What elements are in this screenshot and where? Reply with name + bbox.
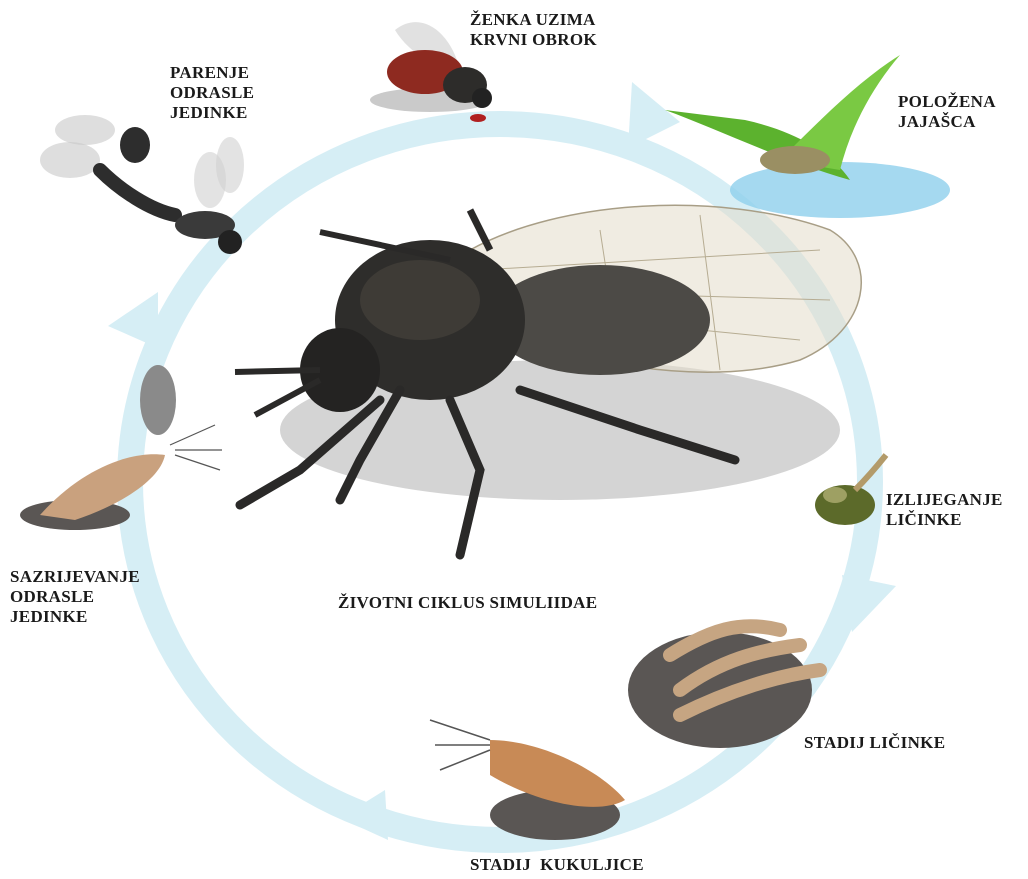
arrow-head-left xyxy=(108,292,158,348)
central-fly-illustration xyxy=(235,205,861,555)
label-larva: STADIJ LIČINKE xyxy=(804,733,945,753)
pupa-illustration xyxy=(430,720,625,840)
label-blood-meal: ŽENKA UZIMA KRVNI OBROK xyxy=(470,10,597,50)
label-emergence: SAZRIJEVANJE ODRASLE JEDINKE xyxy=(10,567,140,627)
label-eggs: POLOŽENA JAJAŠCA xyxy=(898,92,996,132)
arrow-head-top xyxy=(628,82,680,148)
mating-flies-illustration xyxy=(40,115,244,254)
larvae-illustration xyxy=(628,626,820,748)
label-pupa: STADIJ KUKULJICE xyxy=(470,855,644,875)
diagram-title: ŽIVOTNI CIKLUS SIMULIIDAE xyxy=(338,593,597,613)
label-mating: PARENJE ODRASLE JEDINKE xyxy=(170,63,254,123)
label-hatching: IZLIJEGANJE LIČINKE xyxy=(886,490,1003,530)
